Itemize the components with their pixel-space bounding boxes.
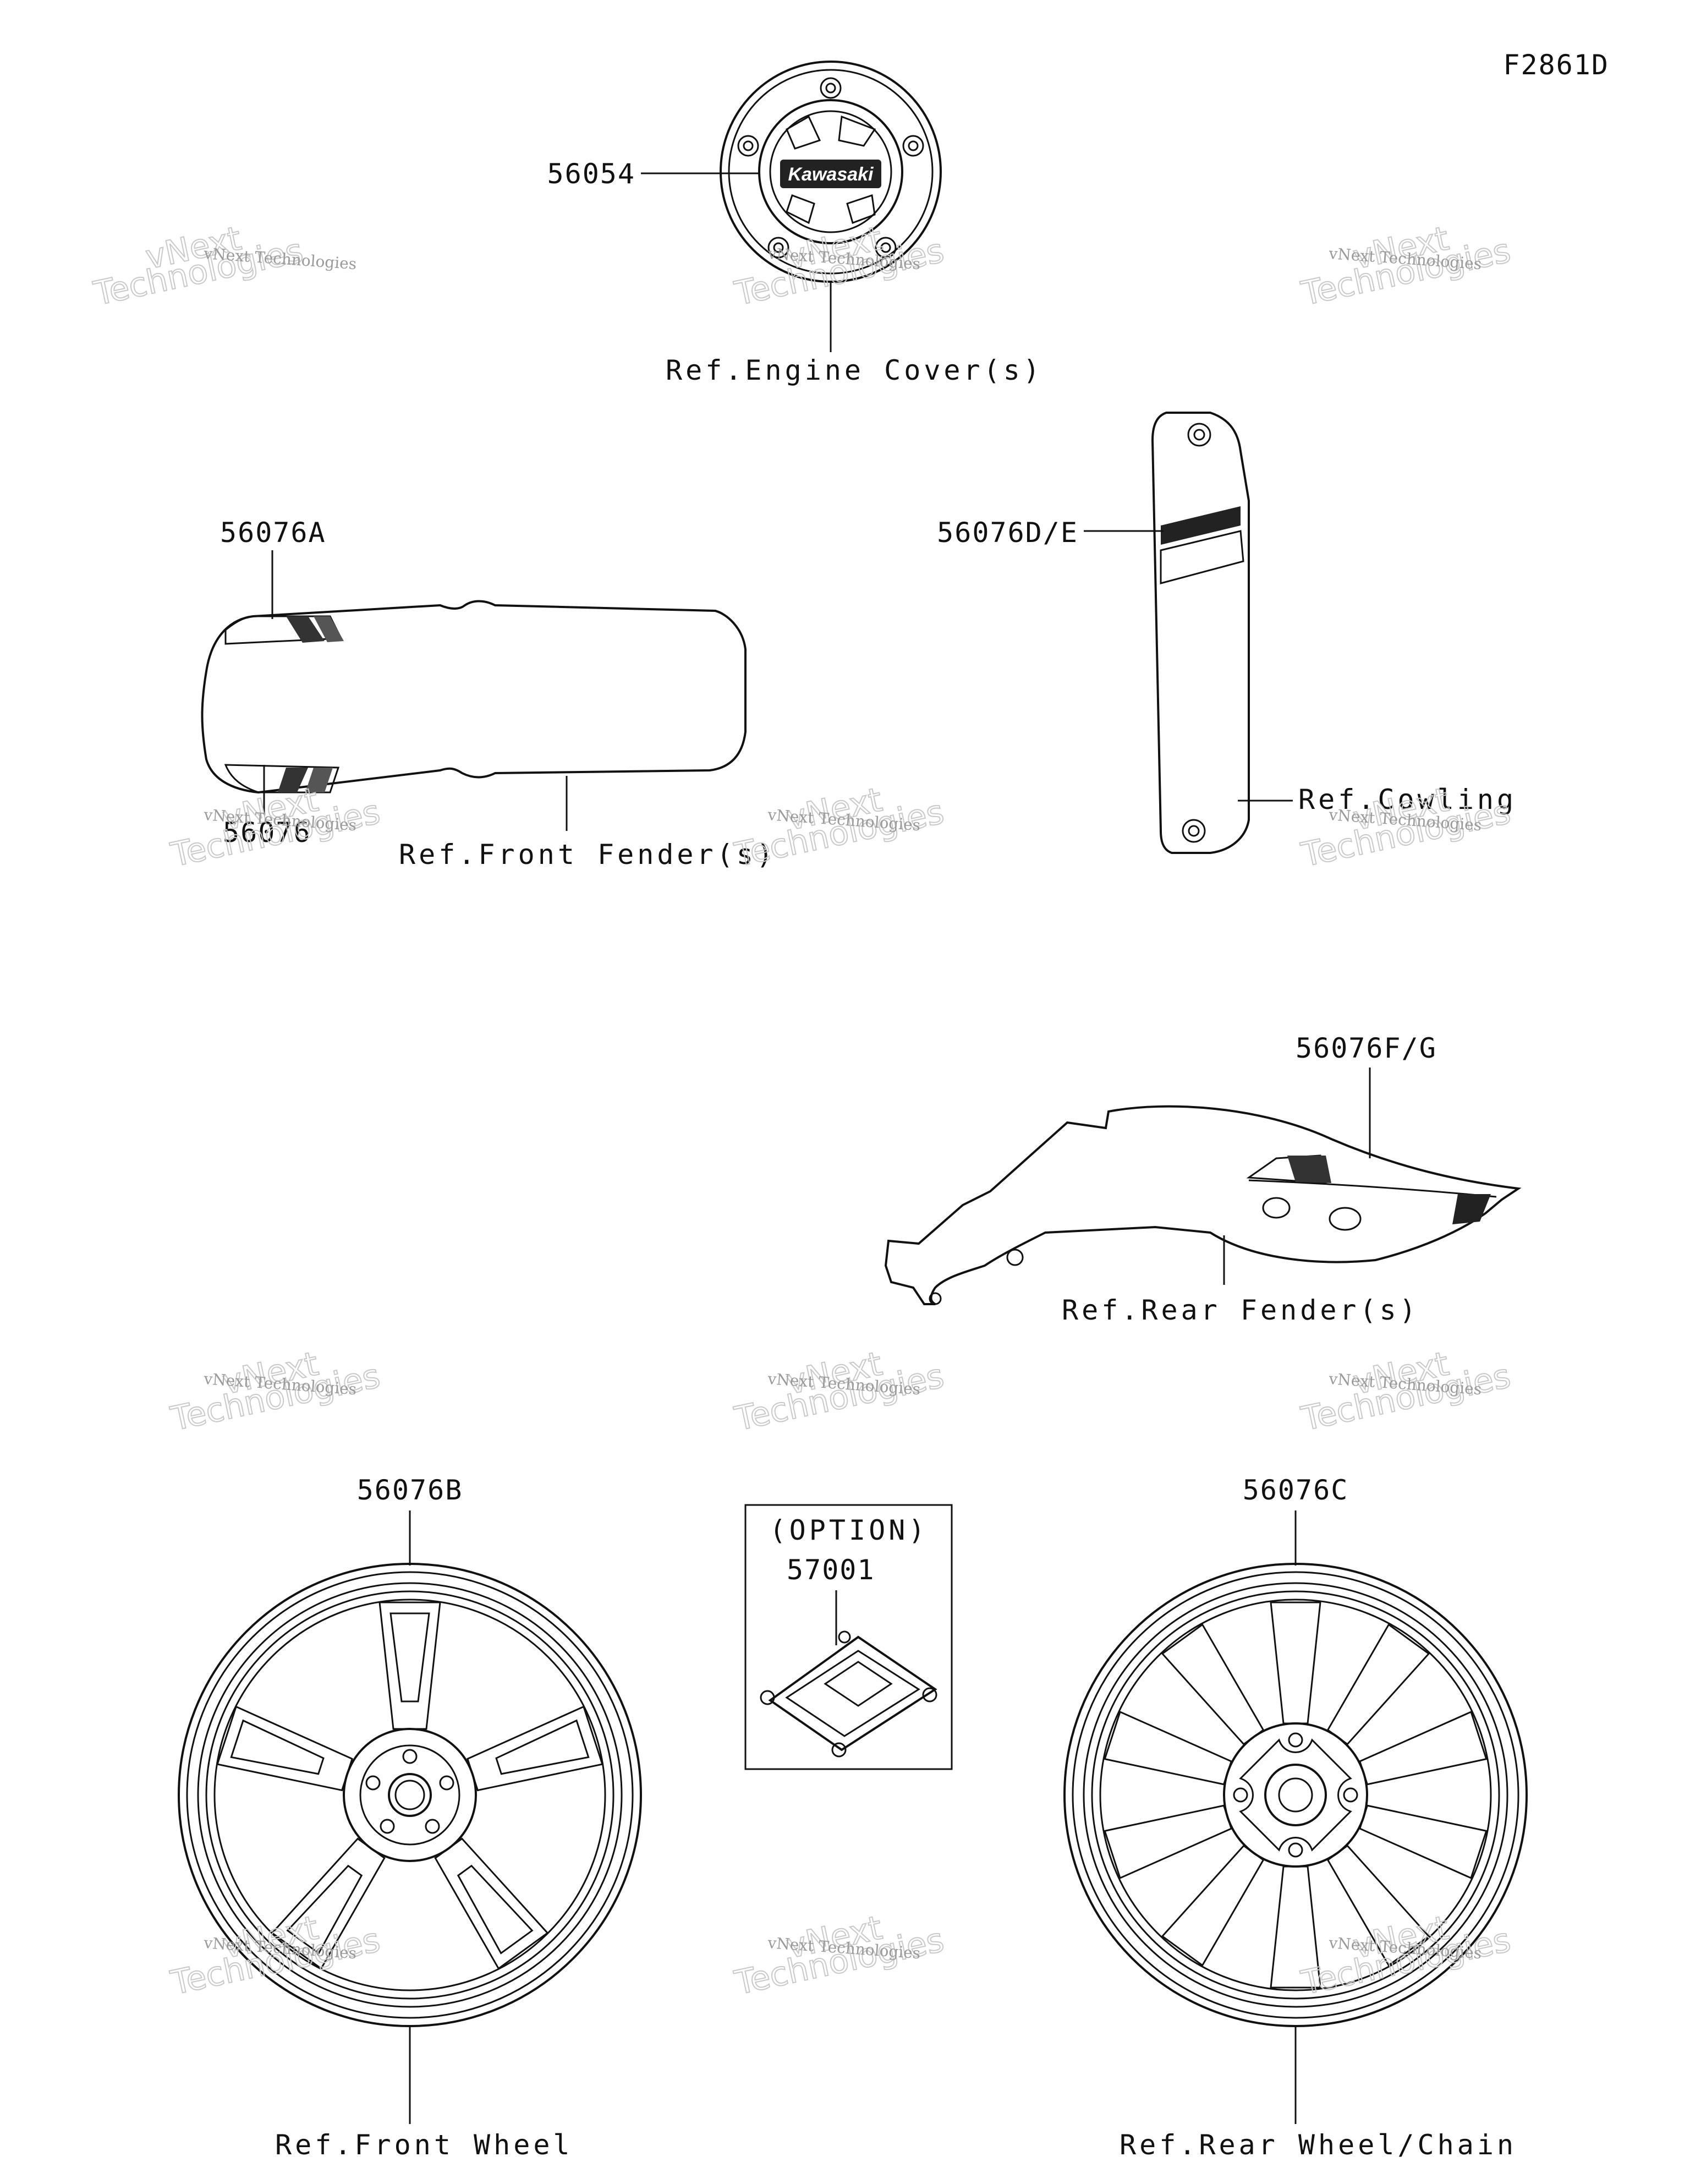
ref-engine-cover: Ref.Engine Cover(s) bbox=[666, 354, 1043, 386]
part-56076C: 56076C bbox=[1243, 1474, 1349, 1506]
figure-code: F2861D bbox=[1503, 49, 1609, 81]
cowling-illustration bbox=[1151, 412, 1250, 854]
front-fender-illustration bbox=[201, 600, 747, 794]
part-56076A: 56076A bbox=[220, 517, 326, 549]
part-56076F-G: 56076F/G bbox=[1296, 1032, 1437, 1064]
part-57001: 57001 bbox=[787, 1554, 875, 1586]
part-56076D-E: 56076D/E bbox=[937, 517, 1078, 549]
kawasaki-logo: Kawasaki bbox=[788, 164, 875, 185]
part-56054: 56054 bbox=[547, 158, 635, 190]
part-56076B: 56076B bbox=[357, 1474, 463, 1506]
front-wheel-illustration bbox=[178, 1563, 642, 2027]
ref-front-wheel: Ref.Front Wheel bbox=[275, 2129, 573, 2161]
ref-cowling: Ref.Cowling bbox=[1298, 784, 1517, 815]
ref-front-fender: Ref.Front Fender(s) bbox=[399, 839, 776, 871]
ref-rear-fender: Ref.Rear Fender(s) bbox=[1062, 1294, 1419, 1326]
option-box bbox=[744, 1504, 953, 1770]
part-56076: 56076 bbox=[223, 817, 311, 849]
engine-cover-illustration: Kawasaki bbox=[720, 61, 942, 283]
option-label: (OPTION) bbox=[770, 1514, 929, 1546]
option-sticker-illustration bbox=[760, 1630, 937, 1758]
ref-rear-wheel: Ref.Rear Wheel/Chain bbox=[1120, 2129, 1517, 2161]
rear-fender-illustration bbox=[884, 1105, 1522, 1305]
